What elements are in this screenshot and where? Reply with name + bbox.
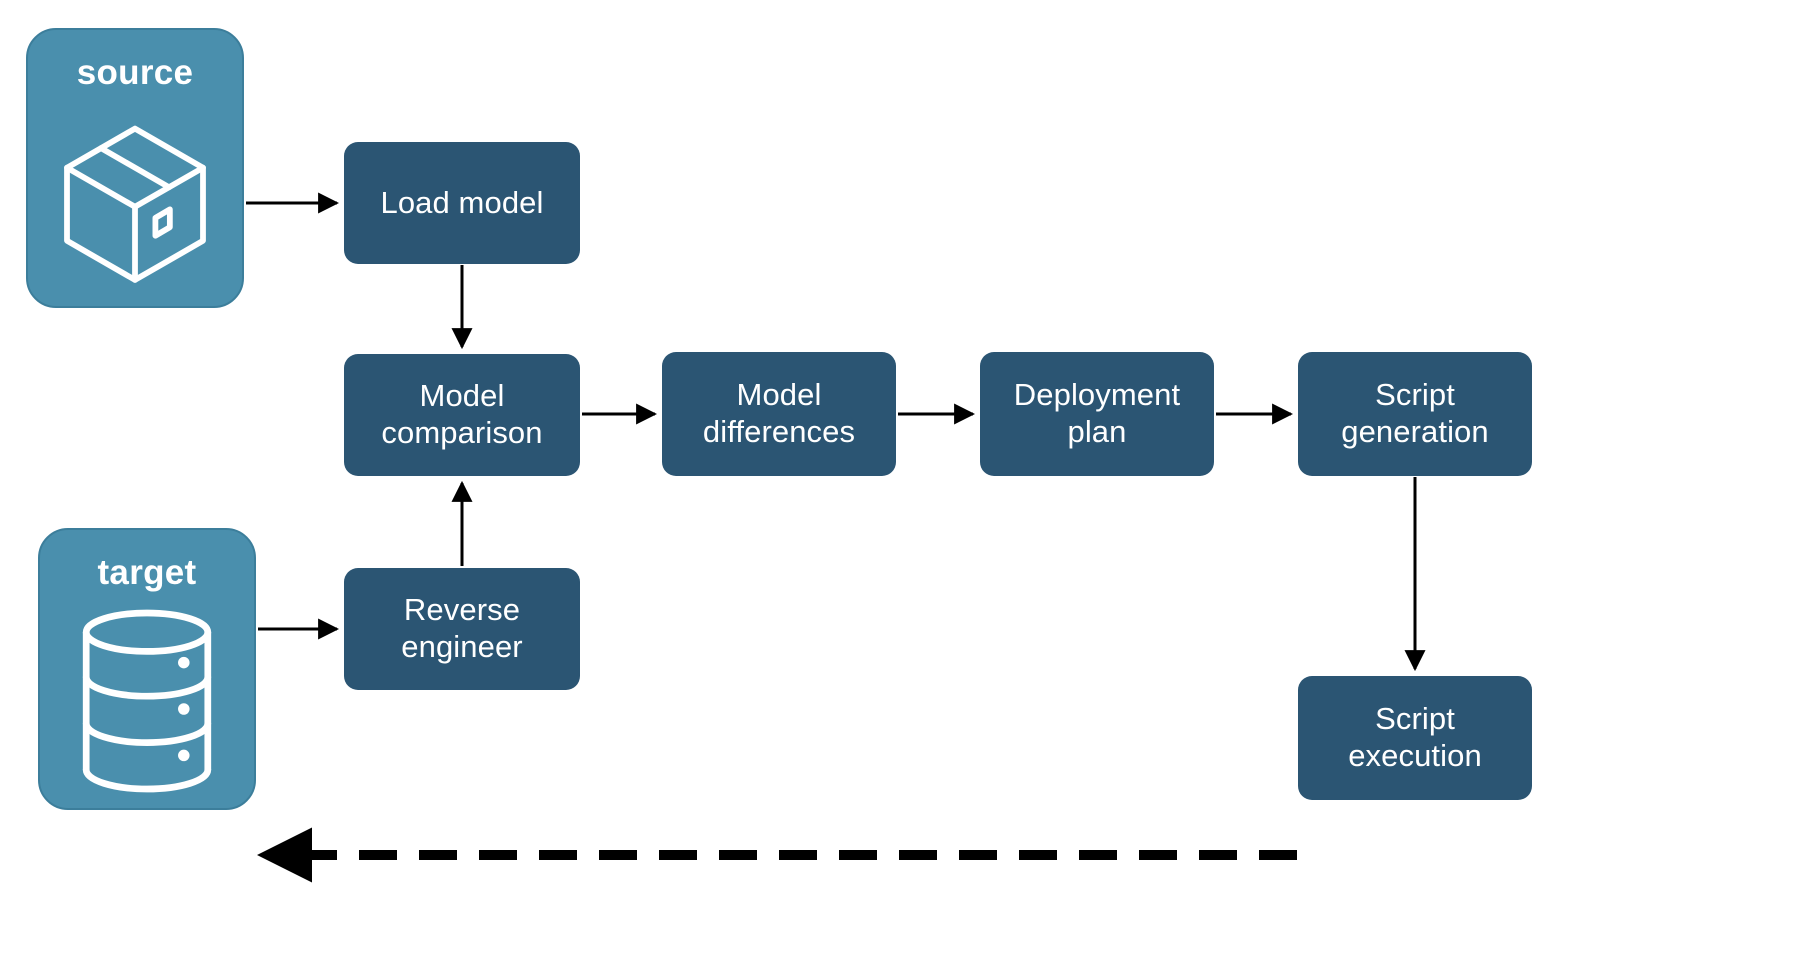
process-script-generation[interactable]: Script generation (1298, 352, 1532, 476)
process-model-differences[interactable]: Model differences (662, 352, 896, 476)
process-deployment-plan[interactable]: Deployment plan (980, 352, 1214, 476)
endpoint-target[interactable]: target (38, 528, 256, 810)
process-model-comparison-label: Model comparison (381, 378, 543, 450)
endpoint-source[interactable]: source (26, 28, 244, 308)
endpoint-source-label: source (76, 53, 194, 92)
process-model-comparison[interactable]: Model comparison (344, 354, 580, 476)
process-script-generation-label: Script generation (1341, 377, 1489, 449)
process-script-execution-label: Script execution (1348, 701, 1482, 773)
package-box-icon (28, 93, 242, 306)
process-deployment-plan-label: Deployment plan (1013, 377, 1181, 449)
database-cylinder-icon (40, 593, 254, 808)
process-load-model-label: Load model (380, 184, 544, 220)
process-load-model[interactable]: Load model (344, 142, 580, 264)
process-model-differences-label: Model differences (702, 377, 856, 449)
process-reverse-engineer-label: Reverse engineer (401, 592, 523, 664)
process-reverse-engineer[interactable]: Reverse engineer (344, 568, 580, 690)
process-script-execution[interactable]: Script execution (1298, 676, 1532, 800)
endpoint-target-label: target (97, 553, 197, 592)
